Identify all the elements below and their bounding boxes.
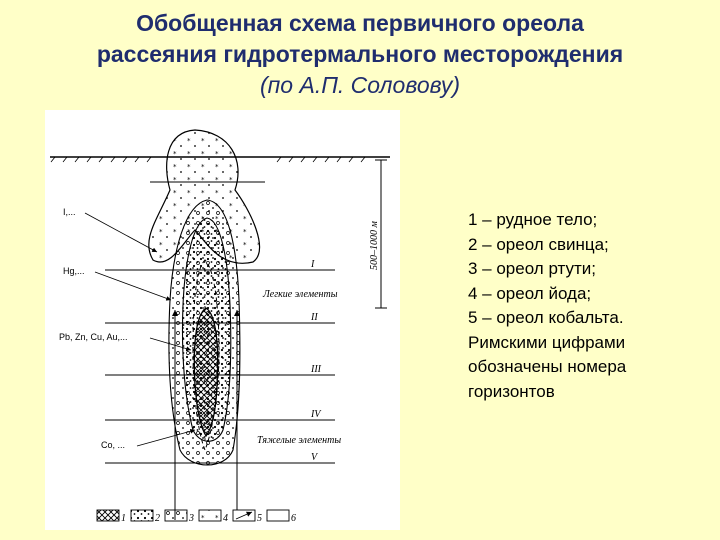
horizon-1: I — [310, 259, 315, 270]
legend-num-1: 1 — [121, 513, 126, 524]
legend-note-line-3: горизонтов — [468, 381, 555, 401]
halo-diagram: * — [45, 110, 400, 530]
legend-item-cobalt: 5 – ореол кобальта. — [468, 308, 624, 327]
legend-num-5: 5 — [257, 513, 262, 524]
legend-num-3: 3 — [188, 513, 194, 524]
label-polymetal: Pb, Zn, Cu, Au,... — [59, 332, 128, 342]
horizon-3: III — [310, 364, 322, 375]
title-line-2: рассеяния гидротермального месторождения — [96, 41, 624, 67]
pattern-legend: 1 2 3 4 5 6 — [96, 509, 296, 524]
title-author: (по А.П. Соловову) — [259, 72, 461, 98]
horizon-5: V — [311, 452, 319, 463]
legend-item-lead: 2 – ореол свинца; — [468, 234, 609, 254]
legend-num-2: 2 — [155, 513, 160, 524]
legend-item-iodine: 4 – ореол йода; — [468, 283, 592, 303]
label-iodine: I,... — [63, 207, 76, 217]
legend-num-4: 4 — [223, 513, 228, 524]
label-cobalt: Co, ... — [101, 440, 125, 450]
depth-scale-label: 500–1000 м — [369, 221, 380, 271]
horizon-2: II — [310, 312, 318, 323]
slide-title: Обобщенная схема первичного ореола рассе… — [0, 8, 720, 101]
depth-scale: 500–1000 м — [369, 159, 387, 309]
legend-text: 1 – рудное тело; 2 – ореол свинца; 3 – о… — [468, 208, 713, 404]
legend-item-mercury: 3 – ореол ртути; — [468, 259, 597, 278]
horizon-labels: I II III IV V — [310, 259, 322, 463]
heavy-elements-label: Тяжелые элементы — [257, 435, 341, 446]
legend-note-line-2: обозначены номера — [468, 357, 627, 376]
legend-note-line-1: Римскими цифрами — [468, 332, 626, 352]
horizon-4: IV — [310, 409, 322, 420]
legend-item-ore-body: 1 – рудное тело; — [468, 210, 598, 229]
label-mercury: Hg,... — [63, 266, 85, 276]
light-elements-label: Легкие элементы — [262, 289, 338, 300]
ore-body — [193, 307, 219, 438]
legend-num-6: 6 — [291, 513, 296, 524]
title-line-1: Обобщенная схема первичного ореола — [136, 10, 584, 36]
left-labels: I,... Hg,... Pb, Zn, Cu, Au,... Co, ... — [59, 207, 196, 450]
